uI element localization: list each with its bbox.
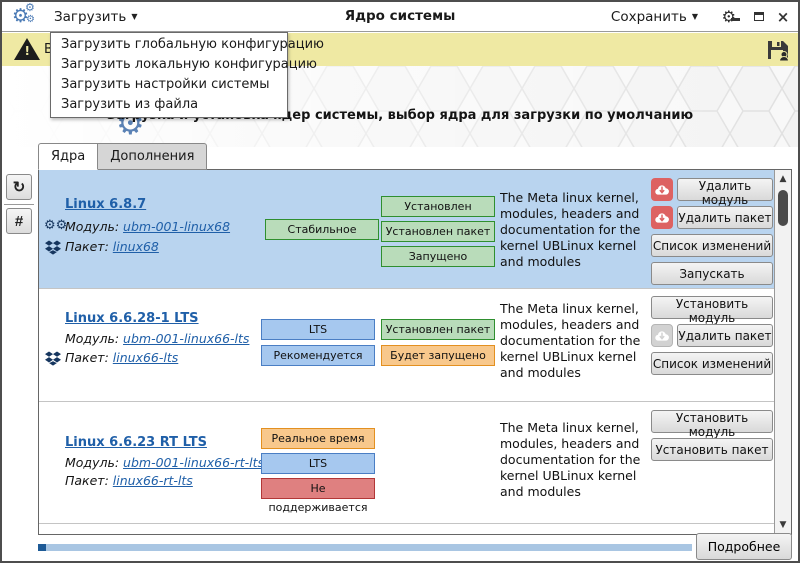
minimize-icon (730, 18, 740, 21)
scroll-up-arrow-icon[interactable]: ▲ (779, 174, 787, 184)
minimize-button[interactable] (728, 10, 742, 24)
status-badge: Установлен пакет (381, 319, 495, 340)
chevron-down-icon: ▼ (131, 12, 138, 21)
changelog-button[interactable]: Список изменений (651, 352, 773, 375)
progress-fill (38, 544, 46, 551)
tab-kernels[interactable]: Ядра (38, 143, 99, 170)
gear-icon: ⚙ (26, 14, 35, 25)
set-default-button[interactable]: Запускать (651, 262, 773, 285)
package-dropbox-icon (45, 240, 61, 255)
changelog-button[interactable]: Список изменений (651, 234, 773, 257)
details-button[interactable]: Подробнее (696, 533, 792, 560)
menu-item-load-local-config[interactable]: Загрузить локальную конфигурацию (61, 57, 317, 72)
package-label: Пакет: (65, 473, 109, 488)
status-badge: Не поддерживается (261, 478, 375, 514)
tab-bar: Ядра Дополнения (38, 143, 208, 170)
menu-item-load-global-config[interactable]: Загрузить глобальную конфигурацию (61, 37, 324, 52)
load-menu-label: Загрузить (54, 9, 127, 25)
scroll-down-arrow-icon[interactable]: ▼ (779, 520, 787, 530)
load-menu-button[interactable]: Загрузить ▼ (54, 2, 138, 31)
package-label: Пакет: (65, 350, 109, 365)
package-link[interactable]: linux68 (112, 239, 159, 254)
package-link[interactable]: linux66-rt-lts (112, 473, 193, 488)
status-badge: Запущено (381, 246, 495, 267)
titlebar: ⚙ ⚙ ⚙ Загрузить▼ Ядро системы Сохранить▼… (2, 2, 798, 32)
menu-item-load-system-settings[interactable]: Загрузить настройки системы (61, 77, 270, 92)
status-badge: LTS (261, 453, 375, 474)
maximize-icon (754, 12, 764, 21)
save-menu-button[interactable]: Сохранить ▼ (611, 2, 698, 31)
tab-addons[interactable]: Дополнения (98, 143, 208, 170)
package-dropbox-icon (45, 351, 61, 366)
kernel-description: The Meta linux kernel, modules, headers … (500, 420, 641, 499)
sidebar-divider (4, 204, 34, 205)
module-link[interactable]: ubm-001-linux68 (123, 219, 231, 234)
cloud-download-icon-button[interactable] (651, 206, 673, 229)
maximize-button[interactable] (752, 10, 766, 24)
refresh-button[interactable]: ↻ (6, 174, 32, 200)
kernel-row-linux-687[interactable]: ⚙⚙ Linux 6.8.7 Модуль: ubm-001-linux68 П… (39, 170, 774, 288)
remove-package-button[interactable]: Удалить пакет (677, 324, 773, 347)
kernel-name-link[interactable]: Linux 6.6.28-1 LTS (65, 311, 199, 326)
install-module-button[interactable]: Установить модуль (651, 296, 773, 325)
module-label: Модуль: (65, 455, 120, 470)
load-dropdown-menu: Загрузить глобальную конфигурацию Загруз… (50, 32, 324, 118)
hash-icon: # (14, 212, 24, 230)
remove-module-button[interactable]: Удалить модуль (677, 178, 773, 207)
install-package-button[interactable]: Установить пакет (651, 438, 773, 461)
status-badge: Будет запущено (381, 345, 495, 366)
vertical-scrollbar[interactable]: ▲ ▼ (774, 170, 791, 534)
status-badge: Рекомендуется (261, 345, 375, 366)
package-label: Пакет: (65, 239, 109, 254)
module-link[interactable]: ubm-001-linux66-lts (123, 331, 250, 346)
kernel-row-linux-6623-rt-lts[interactable]: Linux 6.6.23 RT LTS Модуль: ubm-001-linu… (39, 401, 774, 524)
cloud-download-icon-button[interactable] (651, 178, 673, 201)
refresh-icon: ↻ (12, 179, 26, 196)
close-icon: × (776, 7, 790, 26)
status-badge: Установлен пакет (381, 221, 495, 242)
window-controls: × (728, 2, 790, 31)
kernel-rows: ⚙⚙ Linux 6.8.7 Модуль: ubm-001-linux68 П… (39, 170, 774, 534)
menu-item-load-from-file[interactable]: Загрузить из файла (61, 97, 199, 112)
warning-triangle-icon: ! (14, 38, 40, 60)
kernel-list: ⚙⚙ Linux 6.8.7 Модуль: ubm-001-linux68 П… (38, 169, 792, 535)
module-label: Модуль: (65, 219, 120, 234)
gears-module-icon: ⚙⚙ (44, 218, 68, 233)
kernel-name-link[interactable]: Linux 6.6.23 RT LTS (65, 435, 207, 450)
remove-package-button[interactable]: Удалить пакет (677, 206, 773, 229)
close-button[interactable]: × (776, 7, 790, 26)
settings-gear-icon[interactable]: ⚙ (721, 7, 736, 26)
gear-icon: ⚙ (25, 1, 35, 14)
chevron-down-icon: ▼ (691, 12, 698, 21)
status-badge: LTS (261, 319, 375, 340)
gear-icon: ⚙ (12, 5, 30, 27)
kernel-description: The Meta linux kernel, modules, headers … (500, 301, 641, 380)
status-badge: Установлен модуль (381, 196, 495, 232)
module-label: Модуль: (65, 331, 120, 346)
install-module-button[interactable]: Установить модуль (651, 410, 773, 439)
kernel-row-linux-66281-lts[interactable]: Linux 6.6.28-1 LTS Модуль: ubm-001-linux… (39, 288, 774, 401)
status-badge: Стабильное (265, 219, 379, 240)
cloud-download-icon-button[interactable] (651, 324, 673, 347)
kernel-name-link[interactable]: Linux 6.8.7 (65, 197, 147, 212)
save-menu-label: Сохранить (610, 9, 687, 25)
scrollbar-thumb[interactable] (778, 190, 788, 226)
banner-text: В (44, 42, 53, 57)
save-config-icon[interactable] (766, 38, 790, 62)
status-badge: Реальное время (261, 428, 375, 449)
progress-bar (38, 544, 692, 551)
app-logo-gears-icon: ⚙ ⚙ ⚙ (12, 1, 48, 30)
hash-button[interactable]: # (6, 208, 32, 234)
kernel-description: The Meta linux kernel, modules, headers … (500, 190, 641, 269)
warning-bang: ! (24, 44, 30, 58)
package-link[interactable]: linux66-lts (112, 350, 179, 365)
module-link[interactable]: ubm-001-linux66-rt-lts (123, 455, 264, 470)
